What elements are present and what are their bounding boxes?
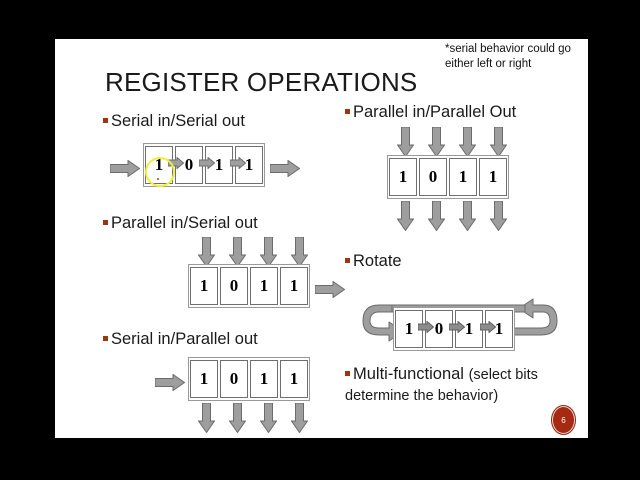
- register-cell: 1: [395, 310, 423, 348]
- diagram-parallel-in-serial-out: 1 0 1 1: [110, 237, 345, 322]
- register-cell: 0: [220, 360, 248, 398]
- bullet-square-icon: [103, 118, 108, 123]
- heading-multi-functional: Multi-functional (select bits determine …: [345, 364, 585, 406]
- register-parallel-in-parallel-out: 1 0 1 1: [387, 155, 509, 199]
- parallel-output-arrow-icon: [397, 201, 414, 231]
- parallel-output-arrow-icon: [428, 201, 445, 231]
- heading-label: Serial in/Serial out: [111, 112, 245, 130]
- heading-parallel-in-serial-out: Parallel in/Serial out: [103, 213, 258, 233]
- parallel-output-arrow-icon: [260, 403, 277, 433]
- serial-input-arrow-icon: [110, 160, 140, 177]
- register-cell: 0: [419, 158, 447, 196]
- register-cell: 1: [145, 146, 173, 184]
- bullet-square-icon: [103, 336, 108, 341]
- parallel-input-arrow-icon: [459, 127, 476, 157]
- heading-label-paren: (select bits determine the behavior): [345, 367, 538, 404]
- diagram-serial-in-parallel-out: 1 0 1 1: [110, 357, 330, 438]
- heading-label: Multi-functional: [353, 365, 469, 383]
- parallel-output-arrow-icon: [229, 403, 246, 433]
- register-cell: 1: [449, 158, 477, 196]
- register-rotate: 1 0 1 1: [393, 307, 515, 351]
- register-cell: 1: [479, 158, 507, 196]
- page-number-badge: 6: [552, 406, 575, 434]
- parallel-input-arrow-icon: [428, 127, 445, 157]
- serial-output-arrow-icon: [315, 281, 345, 298]
- heading-serial-in-serial-out: Serial in/Serial out: [103, 111, 245, 131]
- register-serial-in-parallel-out: 1 0 1 1: [188, 357, 310, 401]
- heading-label: Parallel in/Serial out: [111, 214, 258, 232]
- parallel-input-arrow-icon: [291, 237, 308, 267]
- serial-behavior-note: *serial behavior could go either left or…: [445, 43, 571, 70]
- register-cell: 0: [425, 310, 453, 348]
- bullet-square-icon: [345, 258, 350, 263]
- parallel-input-arrow-icon: [397, 127, 414, 157]
- diagram-serial-in-serial-out: 1 0 1 1: [110, 143, 330, 195]
- heading-label: Parallel in/Parallel Out: [353, 103, 517, 121]
- register-cell: 0: [175, 146, 203, 184]
- parallel-output-arrow-icon: [198, 403, 215, 433]
- serial-input-arrow-icon: [155, 374, 185, 391]
- parallel-input-arrow-icon: [198, 237, 215, 267]
- register-cell: 1: [235, 146, 263, 184]
- heading-label: Rotate: [353, 252, 402, 270]
- register-serial-in-serial-out: 1 0 1 1: [143, 143, 265, 187]
- register-cell: 1: [190, 267, 218, 305]
- parallel-output-arrow-icon: [459, 201, 476, 231]
- diagram-parallel-in-parallel-out: 1 0 1 1: [345, 127, 575, 247]
- register-cell: 1: [280, 360, 308, 398]
- parallel-input-arrow-icon: [260, 237, 277, 267]
- register-cell: 1: [455, 310, 483, 348]
- parallel-output-arrow-icon: [490, 201, 507, 231]
- register-cell: 1: [205, 146, 233, 184]
- parallel-input-arrow-icon: [490, 127, 507, 157]
- serial-output-arrow-icon: [270, 160, 300, 177]
- bullet-square-icon: [345, 371, 350, 376]
- heading-serial-in-parallel-out: Serial in/Parallel out: [103, 329, 258, 349]
- register-cell: 1: [250, 360, 278, 398]
- bullet-square-icon: [103, 220, 108, 225]
- register-cell: 0: [220, 267, 248, 305]
- page-title: REGISTER OPERATIONS: [105, 67, 418, 97]
- heading-label: Serial in/Parallel out: [111, 330, 258, 348]
- register-cell: 1: [485, 310, 513, 348]
- heading-rotate: Rotate: [345, 251, 402, 271]
- diagram-rotate: 1 0 1 1: [345, 277, 575, 355]
- heading-parallel-in-parallel-out: Parallel in/Parallel Out: [345, 102, 516, 122]
- register-parallel-in-serial-out: 1 0 1 1: [188, 264, 310, 308]
- bullet-square-icon: [345, 109, 350, 114]
- laser-pointer-dot: [157, 178, 159, 180]
- parallel-input-arrow-icon: [229, 237, 246, 267]
- register-cell: 1: [190, 360, 218, 398]
- register-cell: 1: [250, 267, 278, 305]
- register-cell: 1: [280, 267, 308, 305]
- register-cell: 1: [389, 158, 417, 196]
- parallel-output-arrow-icon: [291, 403, 308, 433]
- slide-canvas: *serial behavior could go either left or…: [55, 39, 588, 438]
